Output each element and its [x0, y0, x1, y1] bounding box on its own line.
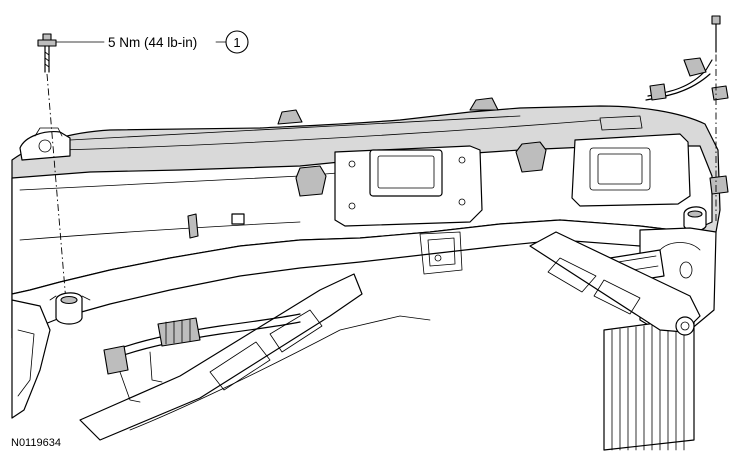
radiator-core — [603, 317, 695, 451]
left-bolt — [37, 33, 91, 325]
figure-id: N0119634 — [11, 437, 61, 449]
item-number-circle — [225, 30, 249, 54]
top-clips — [187, 97, 547, 239]
center-mounting-plate — [334, 145, 483, 275]
torque-label: 5 Nm (44 lb-in) — [108, 35, 197, 50]
right-diagonal-strut — [529, 231, 701, 336]
left-mounting-boss — [19, 127, 71, 161]
left-wiring-harness — [103, 313, 301, 403]
right-mounting-plate — [571, 115, 691, 207]
torque-callout: 5 Nm (44 lb-in) 1 — [55, 30, 249, 54]
item-number: 1 — [233, 35, 240, 50]
right-bolt — [683, 15, 721, 232]
